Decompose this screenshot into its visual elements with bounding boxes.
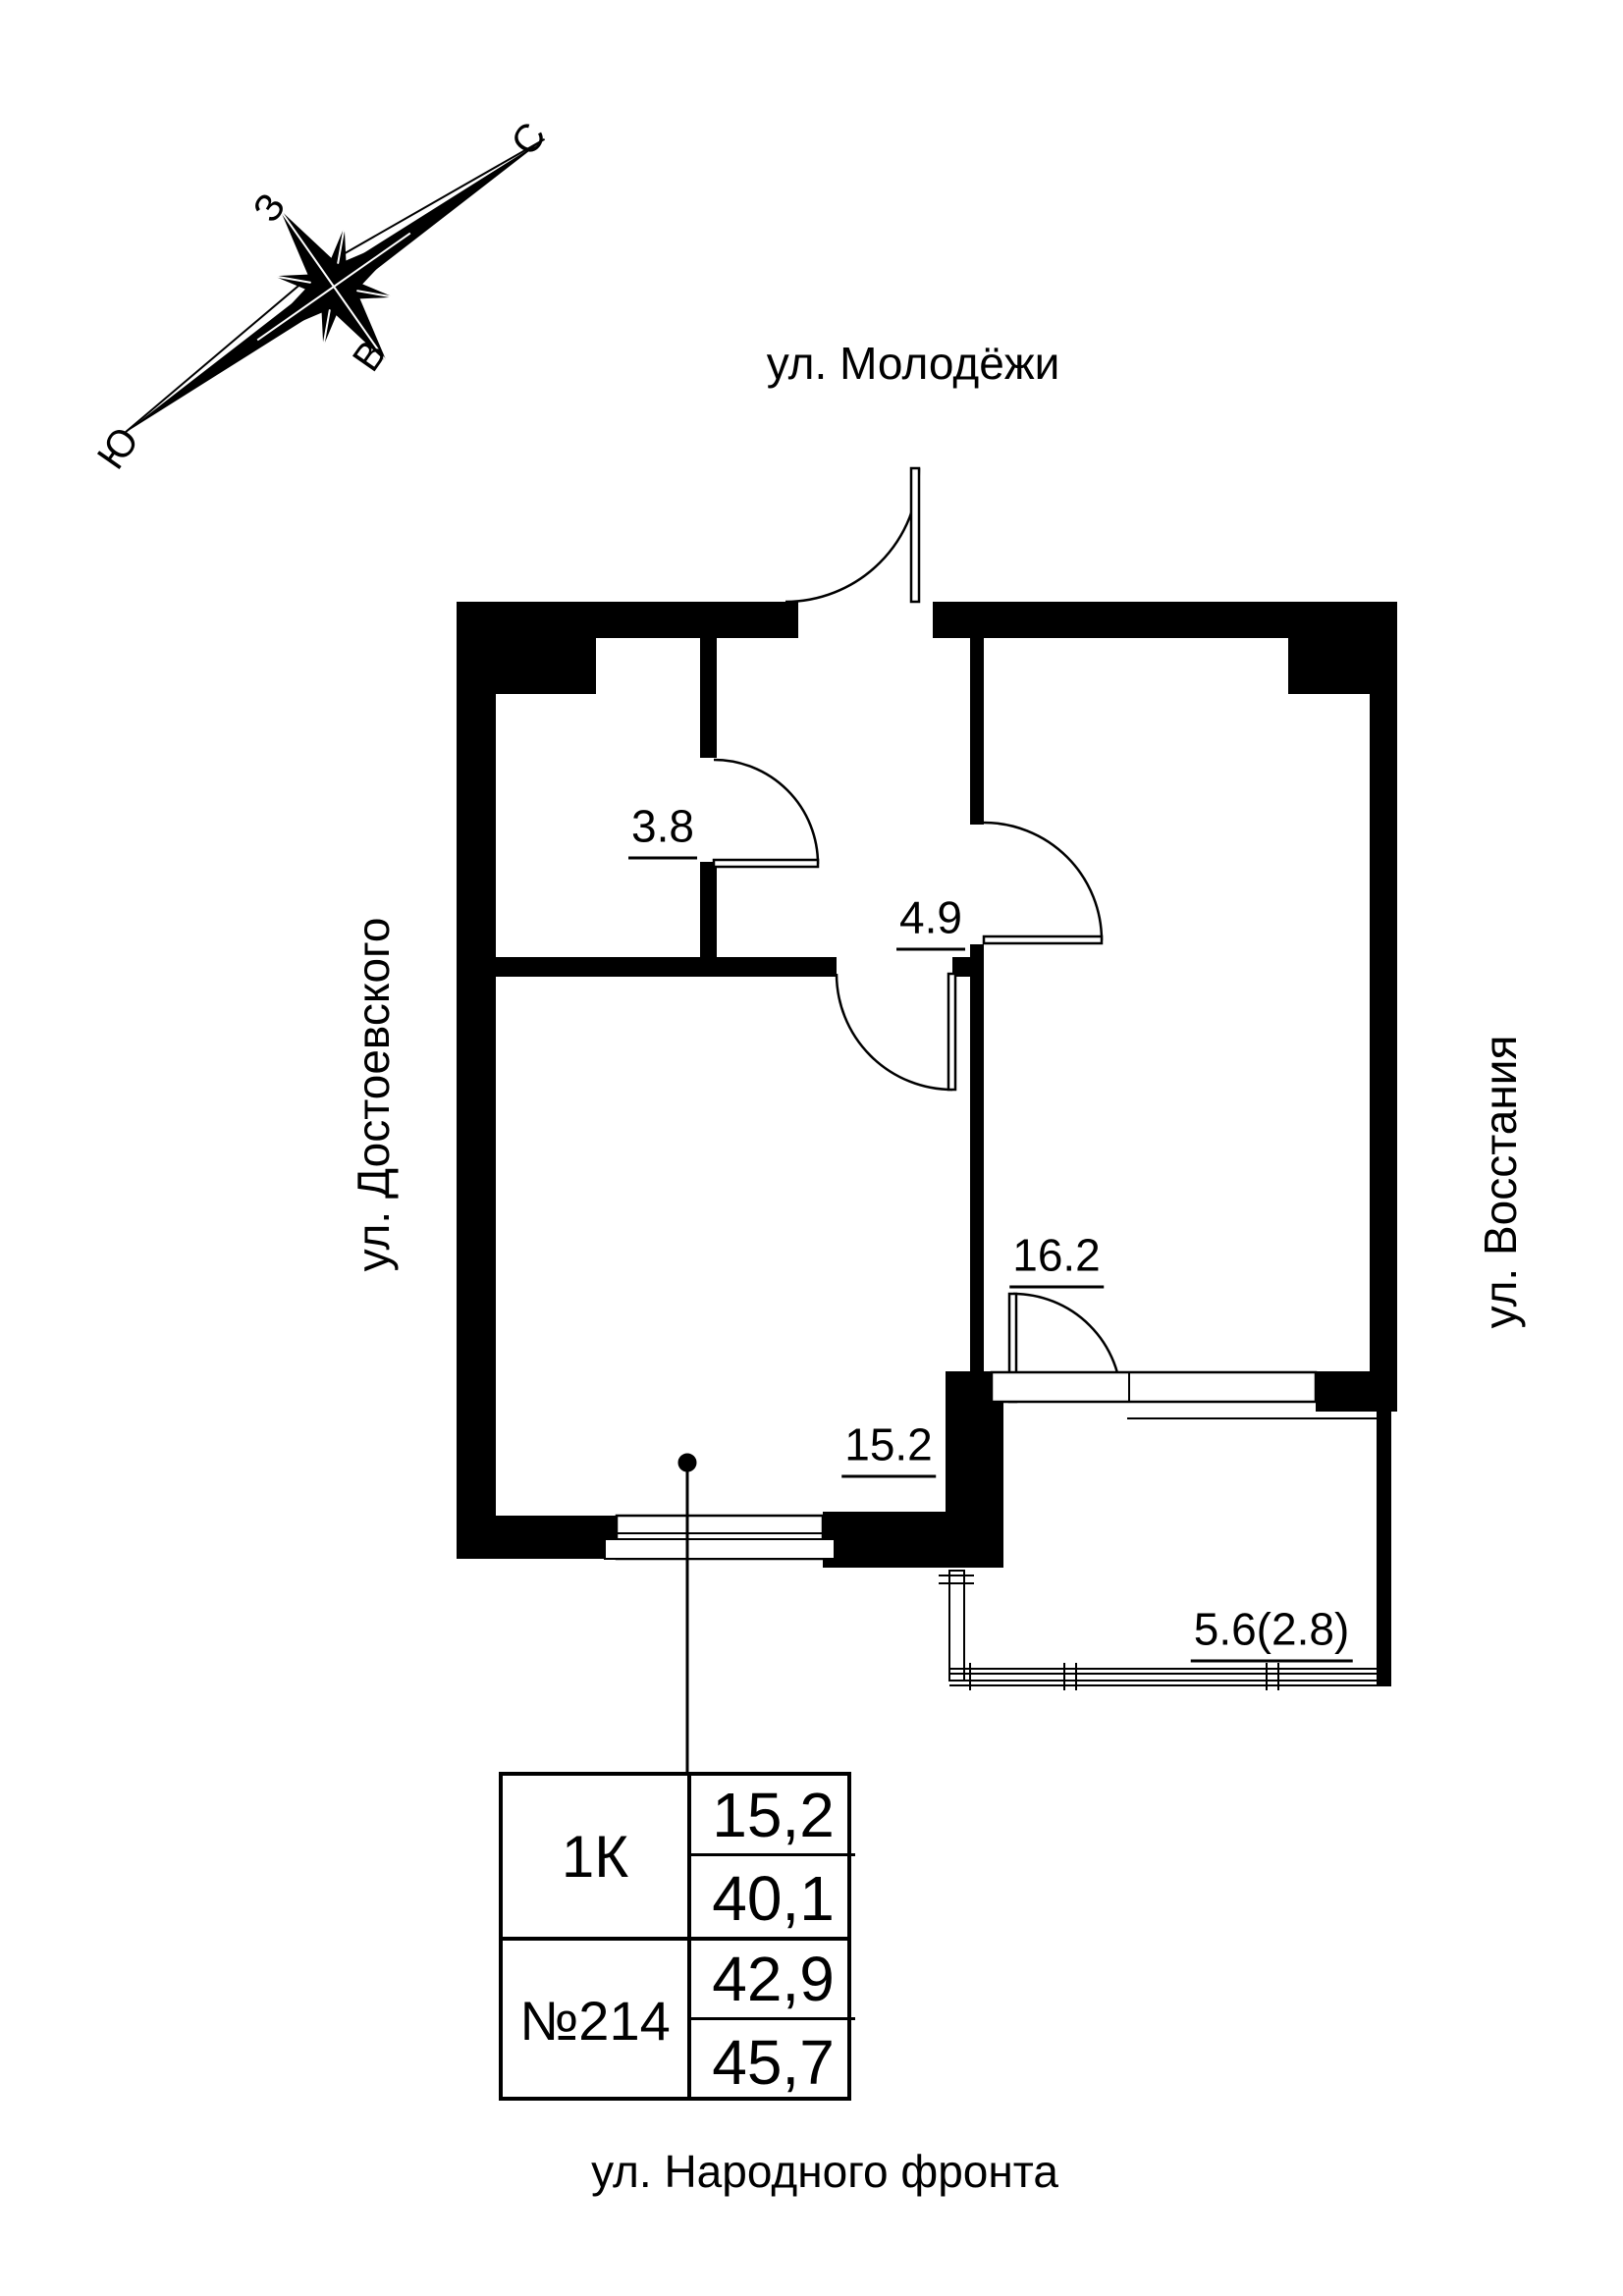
area-label-balcony: 5.6(2.8) — [1190, 1603, 1353, 1663]
wall-left — [457, 638, 496, 1559]
area-label-room-16-2: 16.2 — [1009, 1229, 1104, 1289]
street-left: ул. Достоевского — [348, 917, 399, 1272]
street-bottom: ул. Народного фронта — [591, 2146, 1058, 2197]
walls — [457, 602, 1397, 1685]
wall-bottom-left — [457, 1516, 617, 1559]
leader-line — [677, 1453, 697, 1772]
wall-top-right — [933, 602, 1397, 638]
door-room-3-8-arc — [713, 758, 820, 865]
window-balcony-band — [990, 1370, 1377, 1419]
wall-bottom-mid — [823, 1512, 947, 1568]
door-room-15-2-leaf — [947, 972, 957, 1092]
wall-top-left — [457, 602, 798, 638]
pillar-bottom-mid — [946, 1371, 1003, 1568]
door-room-16-2 — [982, 821, 1104, 945]
wall-room38-lower — [700, 862, 717, 977]
area-label-room-15-2: 15.2 — [841, 1418, 936, 1478]
wall-16-2-bottom-right — [1316, 1371, 1397, 1412]
street-right: ул. Восстания — [1475, 1035, 1526, 1329]
apartment-type-cell: 1К — [561, 1823, 629, 1890]
door-room-15-2 — [835, 972, 957, 1092]
door-room-3-8 — [712, 758, 820, 869]
door-room-16-2-arc — [983, 821, 1104, 941]
table-horizontal-divider — [503, 1937, 847, 1941]
compass-rose — [122, 137, 546, 436]
door-room-3-8-leaf — [712, 858, 820, 869]
balcony-right-post — [1377, 1412, 1391, 1685]
area-living-cell: 15,2 — [691, 1776, 855, 1856]
door-room-15-2-arc — [835, 973, 953, 1092]
wall-right — [1370, 638, 1397, 1412]
apartment-number-cell: №214 — [519, 1990, 671, 2052]
wall-16-2-upper — [970, 638, 984, 825]
compass-star-cardinal — [256, 209, 411, 364]
area-label-room-3-8: 3.8 — [628, 800, 697, 860]
entrance-door — [784, 466, 921, 604]
balcony-left-wall — [948, 1570, 965, 1682]
street-top: ул. Молодёжи — [766, 338, 1060, 389]
wall-hall-bottom — [496, 957, 837, 977]
area-label-hall-4-9: 4.9 — [896, 891, 965, 951]
wall-16-2-lower — [970, 944, 984, 1371]
table-vertical-divider — [687, 1776, 691, 2097]
apartment-info-table: 1К №214 15,2 40,1 42,9 45,7 — [499, 1772, 855, 2101]
balcony-outline — [939, 1570, 1391, 1690]
entrance-door-leaf — [909, 466, 921, 604]
area-full-cell: 45,7 — [712, 2026, 835, 2098]
area-usable-cell: 40,1 — [712, 1862, 835, 1934]
window-room-15-2 — [604, 1514, 836, 1561]
entrance-door-arc — [784, 467, 921, 604]
door-room-16-2-leaf — [982, 934, 1104, 945]
wall-room38-upper — [700, 638, 717, 758]
area-total-cell: 42,9 — [691, 1941, 855, 2020]
